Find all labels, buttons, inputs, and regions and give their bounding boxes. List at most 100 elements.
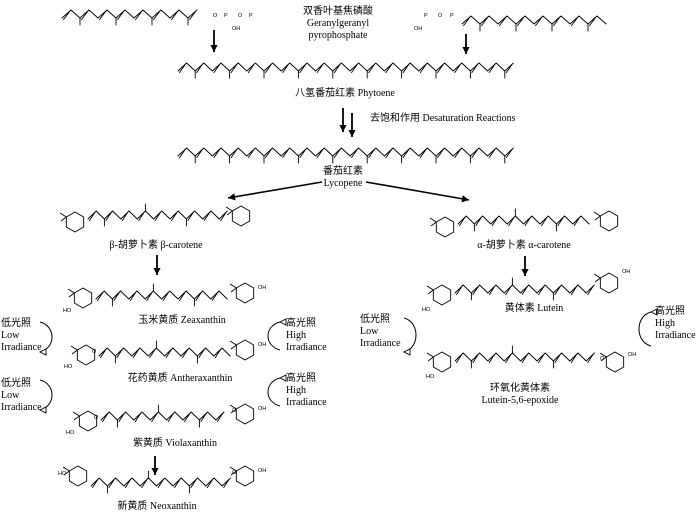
beta-carotene-ring-right (225, 205, 251, 227)
desaturation-label: 去饱和作用 Desaturation Reactions (370, 113, 516, 124)
neoxanthin-ring-right (229, 465, 255, 487)
beta-carotene-ring-left (59, 211, 85, 233)
high-irradiance-3-en1: High (655, 318, 675, 329)
ggpp-label-en1: Geranylgeranyl (306, 18, 370, 29)
phytoene-label: 八氢番茄红素 Phytoene (295, 88, 395, 99)
curve-high-irradiance-3 (638, 308, 658, 347)
curve-low-irradiance-1 (38, 321, 53, 356)
lutein-label: 黄体素 Lutein (504, 303, 564, 314)
low-irradiance-2-en1: Low (1, 390, 20, 401)
high-irradiance-2-en1: High (286, 385, 306, 396)
zeaxanthin-label: 玉米黄质 Zeaxanthin (138, 315, 226, 326)
lutein-oh: OH (622, 269, 630, 275)
neoxanthin-epoxide-o: O (232, 470, 237, 476)
lutein-epoxide-chain (454, 345, 595, 369)
low-irradiance-1-cn: 低光照 (1, 318, 31, 329)
high-irradiance-2-en2: Irradiance (286, 397, 327, 408)
curve-low-irradiance-3 (402, 317, 417, 356)
high-irradiance-1-cn: 高光照 (286, 318, 316, 329)
low-irradiance-3-en1: Low (360, 326, 379, 337)
ggpp-left-oh: OH (232, 26, 240, 32)
lutein-epoxide-ring-right (599, 351, 625, 373)
low-irradiance-2-en2: Irradiance (1, 402, 42, 413)
low-irradiance-3-cn: 低光照 (360, 314, 390, 325)
zeaxanthin-oh: OH (258, 285, 266, 291)
low-irradiance-2-cn: 低光照 (1, 378, 31, 389)
violaxanthin-oh: OH (258, 406, 266, 412)
violaxanthin-epoxide-o1: O (94, 415, 99, 421)
zeaxanthin-chain (95, 283, 228, 307)
arrow-desaturation-2 (348, 113, 356, 137)
low-irradiance-3-en2: Irradiance (360, 338, 401, 349)
lutein-chain (454, 277, 595, 301)
ggpp-label-en2: pyrophosphate (308, 30, 368, 41)
low-irradiance-1-en2: Irradiance (1, 342, 42, 353)
ggpp-label-cn: 双香叶基焦磷酸 (303, 6, 373, 17)
arrow-beta-carotene-to-zeaxanthin (153, 255, 161, 275)
violaxanthin-label: 紫黄质 Violaxanthin (132, 438, 218, 449)
high-irradiance-1-en1: High (286, 330, 306, 341)
ggpp-right-oh: OH (414, 26, 422, 32)
curve-high-irradiance-1 (267, 318, 287, 351)
neoxanthin-chain (90, 470, 231, 494)
beta-carotene-chain (87, 203, 228, 227)
ggpp-left-o2: O (238, 13, 243, 19)
alpha-carotene-label: α-胡萝卜素 α-carotene (477, 240, 571, 251)
neoxanthin-oh: OH (258, 468, 266, 474)
violaxanthin-chain (100, 404, 225, 428)
lutein-ring-left (426, 284, 452, 306)
arrow-desaturation-1 (339, 108, 347, 132)
arrow-ggpp-right-to-phytoene (462, 34, 470, 54)
neoxanthin-ho: HO (58, 471, 67, 477)
zeaxanthin-ring-right (229, 282, 255, 304)
antheraxanthin-ring-left (70, 344, 96, 366)
beta-carotene-label: β-胡萝卜素 β-carotene (109, 240, 203, 251)
arrow-alpha-carotene-to-lutein (521, 256, 529, 276)
zeaxanthin-ho: HO (63, 308, 72, 314)
violaxanthin-epoxide-o2: O (232, 408, 237, 414)
antheraxanthin-ho: HO (64, 364, 73, 370)
neoxanthin-label: 新黄质 Neoxanthin (117, 501, 197, 512)
high-irradiance-2-cn: 高光照 (286, 373, 316, 384)
arrow-to-alpha-carotene (365, 181, 470, 203)
alpha-carotene-ring-right (593, 210, 619, 232)
zeaxanthin-ring-left (67, 287, 93, 309)
low-irradiance-1-en1: Low (1, 330, 20, 341)
neoxanthin-ring-left (62, 465, 88, 487)
lycopene-label-cn: 番茄红素 (323, 166, 363, 177)
antheraxanthin-chain (98, 340, 231, 364)
phytoene-chain (177, 62, 514, 79)
ggpp-right-p2: P (450, 13, 454, 19)
ggpp-right-chain (461, 15, 607, 32)
lutein-ho: HO (422, 307, 431, 313)
ggpp-right-o1: O (438, 13, 443, 19)
ggpp-right-p1: P (424, 13, 428, 19)
antheraxanthin-ring-right (229, 339, 255, 361)
arrow-ggpp-left-to-phytoene (210, 30, 218, 52)
lycopene-chain (177, 147, 514, 164)
violaxanthin-ho: HO (66, 430, 75, 436)
antheraxanthin-oh: OH (258, 342, 266, 348)
curve-low-irradiance-2 (38, 379, 53, 414)
lutein-ring-right (593, 272, 619, 294)
ggpp-left-chain (61, 9, 198, 26)
high-irradiance-3-cn: 高光照 (655, 306, 685, 317)
high-irradiance-1-en2: Irradiance (286, 342, 327, 353)
antheraxanthin-epoxide-o: O (92, 349, 97, 355)
ggpp-left-p1: P (224, 13, 228, 19)
ggpp-left-o1: O (213, 13, 218, 19)
alpha-carotene-chain (457, 208, 590, 232)
violaxanthin-ring-right (229, 403, 255, 425)
lutein-epoxide-label-en: Lutein-5,6-epoxide (481, 395, 559, 406)
lycopene-label-en: Lycopene (323, 178, 363, 189)
arrow-violaxanthin-to-neoxanthin (151, 456, 159, 475)
lutein-epoxide-oh: OH (628, 352, 636, 358)
lutein-epoxide-label-cn: 环氧化黄体素 (490, 383, 550, 394)
curve-high-irradiance-2 (267, 374, 287, 407)
lutein-epoxide-ring-left (426, 351, 452, 373)
ggpp-left-p2: P (249, 13, 253, 19)
high-irradiance-3-en2: Irradiance (655, 330, 696, 341)
lutein-epoxide-o: O (600, 356, 605, 362)
arrow-to-beta-carotene (227, 181, 323, 201)
